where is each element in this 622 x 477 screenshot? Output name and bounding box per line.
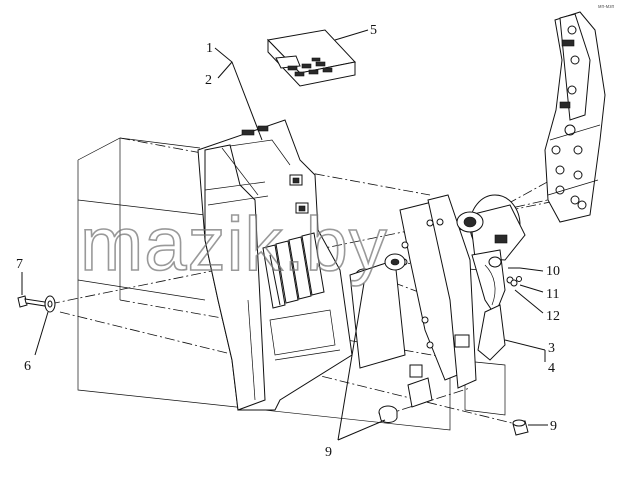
callout-2: 2 xyxy=(205,73,212,88)
part-6-washer xyxy=(44,295,56,313)
part-9-plug-b xyxy=(378,405,398,423)
part-1-floor-cover xyxy=(197,119,353,411)
callout-12: 12 xyxy=(546,309,560,324)
part-10-11-12-fasteners xyxy=(506,276,522,287)
callout-6: 6 xyxy=(24,359,31,374)
leader-lines xyxy=(21,29,548,441)
callout-10: 10 xyxy=(546,264,560,279)
corner-mark: мп-мзп xyxy=(598,4,614,10)
part-3-4-pedal xyxy=(456,194,526,361)
callout-labels: 1 2 3 4 5 6 7 9 9 10 11 12 xyxy=(16,23,560,460)
callout-4: 4 xyxy=(548,361,555,376)
part-9-plug-c xyxy=(512,419,529,436)
callout-5: 5 xyxy=(370,23,377,38)
callout-9-left: 9 xyxy=(325,445,332,460)
callout-9-right: 9 xyxy=(550,419,557,434)
callout-1: 1 xyxy=(206,41,213,56)
frame-bracket-right xyxy=(544,11,606,223)
callout-7: 7 xyxy=(16,257,23,272)
pedal-bracket xyxy=(384,194,477,408)
callout-11: 11 xyxy=(546,287,559,302)
watermark: mazik.by xyxy=(80,202,388,287)
part-5-insert xyxy=(266,29,356,87)
part-7-bolt xyxy=(17,295,46,308)
callout-3: 3 xyxy=(548,341,555,356)
